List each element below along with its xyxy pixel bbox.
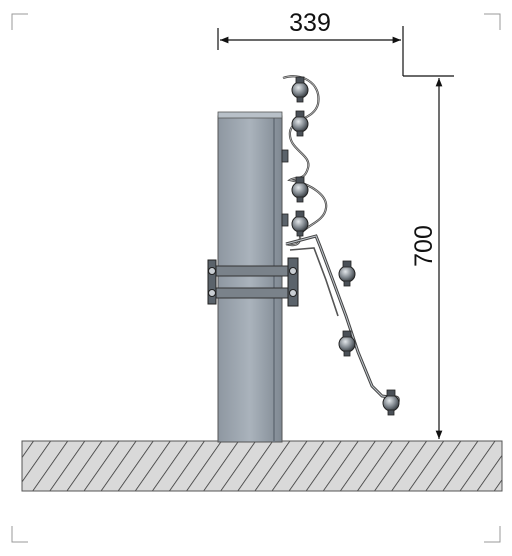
insulator xyxy=(338,330,356,357)
width-dimension xyxy=(217,26,454,77)
crop-marks xyxy=(11,13,501,543)
ground xyxy=(21,440,503,492)
angled-bracket xyxy=(285,234,400,403)
insulator xyxy=(382,389,400,416)
insulator xyxy=(291,110,309,137)
insulator xyxy=(291,210,309,237)
post-fixings xyxy=(281,149,289,227)
width-dimension-label: 339 xyxy=(289,9,331,37)
insulators xyxy=(291,76,400,416)
post-clamp xyxy=(207,257,299,307)
insulator xyxy=(291,176,309,203)
height-dimension-label: 700 xyxy=(410,225,438,267)
insulator xyxy=(338,260,356,287)
insulator xyxy=(291,76,309,103)
steel-post xyxy=(217,111,283,443)
